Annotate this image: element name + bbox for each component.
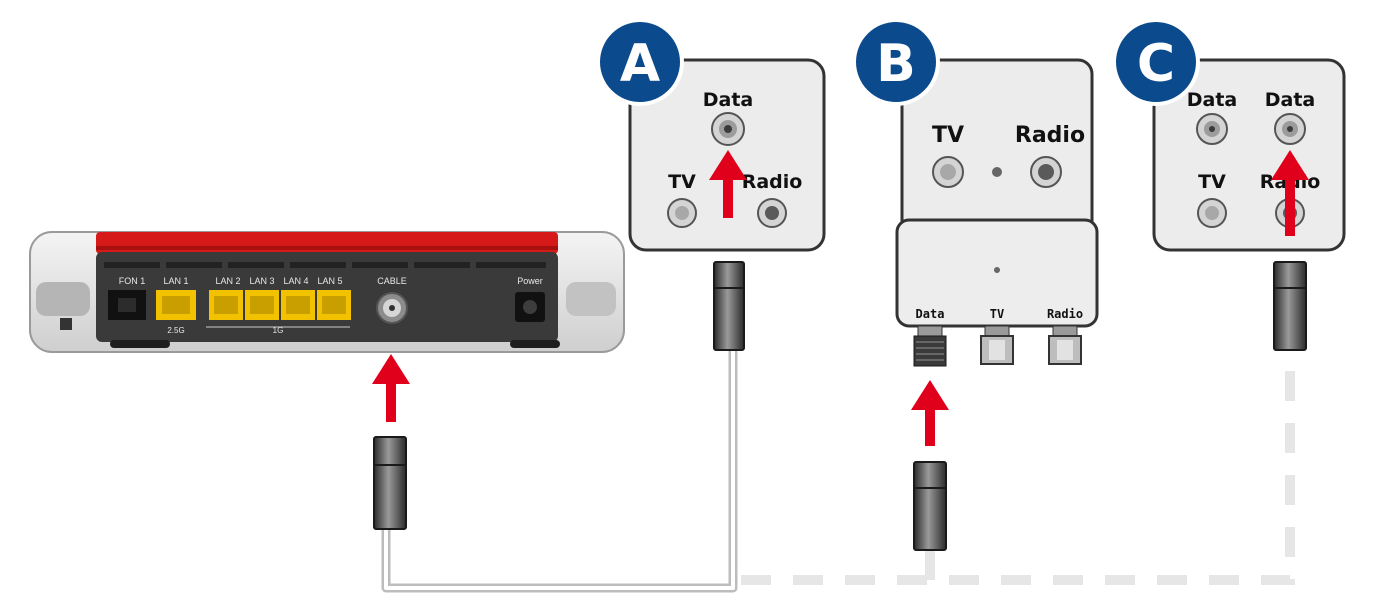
- badge-b: B: [852, 18, 940, 106]
- socket-a-data-port: [711, 112, 745, 146]
- socket-a-radio-label: Radio: [742, 171, 803, 193]
- socket-c-data-left-label: Data: [1187, 89, 1238, 111]
- badge-c: C: [1112, 18, 1200, 106]
- badge-c-label: C: [1137, 34, 1175, 94]
- coax-plug-router: [373, 436, 407, 530]
- router: FON 1 LAN 1 LAN 2 LAN 3 LAN 4 LAN 5 CABL…: [29, 231, 625, 353]
- lan1-port: [156, 290, 196, 320]
- socket-b-radio-label: Radio: [1015, 123, 1085, 148]
- socket-a-tv-label: TV: [668, 171, 696, 193]
- power-label: Power: [517, 276, 543, 286]
- lan5-label: LAN 5: [317, 276, 342, 286]
- socket-c-data-right-label: Data: [1265, 89, 1316, 111]
- socket-c-tv-port: [1197, 198, 1227, 228]
- cable-port-label: CABLE: [377, 276, 407, 286]
- socket-b-adapter-radio-port: [1048, 325, 1082, 365]
- fon1-label: FON 1: [119, 276, 146, 286]
- socket-c-tv-label: TV: [1198, 171, 1226, 193]
- socket-a-tv-port: [667, 198, 697, 228]
- socket-b-radio-port: [1030, 156, 1062, 188]
- socket-a-radio-port: [757, 198, 787, 228]
- socket-b-adapter-tv-label: TV: [990, 307, 1004, 321]
- lan-group-speed-label: 1G: [273, 326, 284, 335]
- cable-solid: [381, 345, 738, 593]
- socket-c-data-left-port: [1196, 113, 1228, 145]
- lan1-speed-label: 2.5G: [167, 326, 184, 335]
- socket-b-adapter-data-label: Data: [916, 307, 945, 321]
- lan4-port: [281, 290, 315, 320]
- badge-b-label: B: [876, 34, 916, 94]
- socket-b-tv-port: [932, 156, 964, 188]
- socket-c-data-right-port: [1274, 113, 1306, 145]
- router-red-top: [96, 232, 558, 254]
- arrow-up-socket-c: [1271, 150, 1309, 236]
- lan3-label: LAN 3: [249, 276, 274, 286]
- coax-plug-socket-b: [913, 461, 947, 551]
- router-cable-port: [376, 292, 408, 324]
- coax-plug-socket-a: [713, 261, 745, 351]
- lan5-port: [317, 290, 351, 320]
- socket-b-adapter-tv-port: [980, 325, 1014, 365]
- coax-plug-socket-c: [1273, 261, 1307, 351]
- socket-c: Data Data TV Radio: [1152, 58, 1346, 252]
- lan2-port: [209, 290, 243, 320]
- arrow-up-socket-b: [911, 380, 949, 446]
- socket-b-adapter-data-port: [913, 325, 947, 367]
- badge-a-label: A: [620, 34, 660, 94]
- socket-a-data-label: Data: [703, 89, 754, 111]
- cable-dashed: [741, 355, 1295, 585]
- lan3-port: [245, 290, 279, 320]
- arrow-up-router: [372, 354, 410, 422]
- socket-b-adapter-radio-label: Radio: [1047, 307, 1083, 321]
- power-port: [515, 292, 545, 322]
- socket-b: TV Radio Data TV Radio: [895, 58, 1099, 367]
- lan2-label: LAN 2: [215, 276, 240, 286]
- socket-b-tv-label: TV: [932, 123, 964, 148]
- badge-a: A: [596, 18, 684, 106]
- socket-a: Data TV Radio: [628, 58, 826, 252]
- lan1-label: LAN 1: [163, 276, 188, 286]
- lan4-label: LAN 4: [283, 276, 308, 286]
- arrow-up-socket-a: [709, 150, 747, 218]
